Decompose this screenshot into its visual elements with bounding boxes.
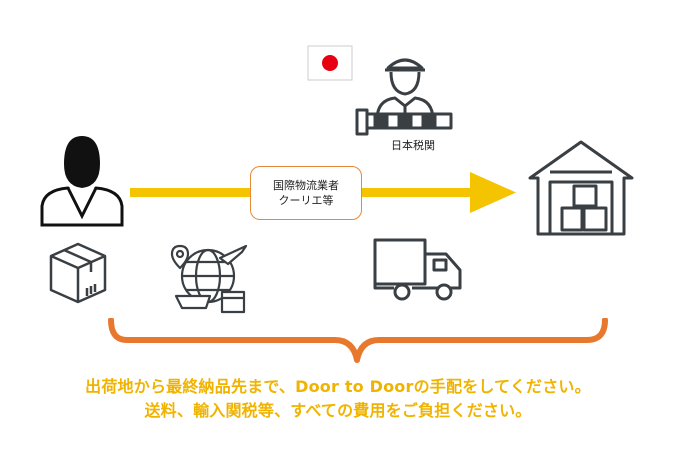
caption-line1: 出荷地から最終納品先まで、Door to Doorの手配をしてください。: [85, 377, 591, 396]
customs-label: 日本税関: [391, 139, 435, 152]
warehouse-icon: [526, 138, 636, 238]
carrier-label-box: 国際物流業者 クーリエ等: [250, 166, 362, 220]
japan-flag-icon: [307, 45, 353, 81]
truck-icon: [372, 236, 464, 304]
scope-brace: [105, 318, 611, 370]
customs-officer-icon: [355, 48, 455, 136]
caption-line2: 送料、輸入関税等、すべての費用をご負担ください。: [144, 401, 532, 420]
carrier-label-line1: 国際物流業者: [273, 179, 339, 192]
box-icon: [47, 240, 109, 306]
globe-logistics-icon: [170, 240, 250, 318]
carrier-label-line2: クーリエ等: [278, 194, 334, 207]
person-icon: [36, 132, 126, 227]
